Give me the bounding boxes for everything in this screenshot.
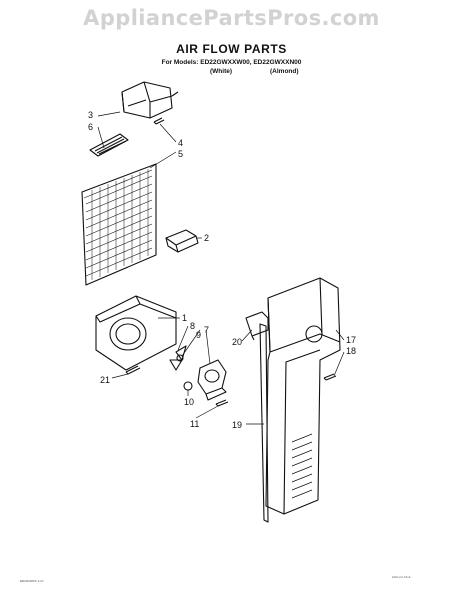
- panel-edge-strip: [259, 323, 269, 523]
- louver-part: [89, 133, 129, 157]
- callout-labels: 3 6 4 5 2 1 8 9 7 20 17 18 21 10 11 19: [88, 110, 356, 430]
- gasket-strip-part: [245, 311, 269, 341]
- callout-7: 7: [204, 325, 209, 335]
- callout-2: 2: [204, 233, 209, 243]
- fan-motor-part: [197, 359, 227, 401]
- fine-print-left: ED22GWXX 1-17: [20, 579, 44, 583]
- evaporator-coil-part: [81, 163, 157, 286]
- clip-part: [165, 229, 199, 253]
- callout-1: 1: [182, 313, 187, 323]
- callout-19: 19: [232, 420, 242, 430]
- callout-5: 5: [178, 149, 183, 159]
- variant-white: (White): [210, 68, 233, 75]
- variant-almond: (Almond): [270, 68, 299, 75]
- rear-panel-part: [265, 277, 341, 515]
- page-title: AIR FLOW PARTS: [176, 42, 287, 56]
- leader-lines: [97, 111, 345, 425]
- shroud-screw: [125, 365, 141, 375]
- callout-3: 3: [88, 110, 93, 120]
- grommet-part: [183, 381, 193, 391]
- model-numbers: For Models: ED22GWXXW00, ED22GWXXN00: [161, 59, 302, 66]
- callout-10: 10: [184, 397, 194, 407]
- callout-9: 9: [196, 330, 201, 340]
- duct-screw: [153, 117, 165, 125]
- callout-21: 21: [100, 375, 110, 385]
- callout-8: 8: [190, 321, 195, 331]
- site-watermark: AppliancePartsPros.com: [83, 6, 380, 30]
- panel-screw: [323, 373, 337, 381]
- callout-4: 4: [178, 138, 183, 148]
- callout-11: 11: [190, 419, 199, 429]
- fine-print-right: Litho in U.S.A.: [392, 575, 411, 579]
- callout-20: 20: [232, 337, 242, 347]
- air-duct-part: [121, 81, 179, 119]
- motor-screw: [215, 399, 229, 407]
- callout-18: 18: [346, 346, 356, 356]
- fan-shroud-part: [95, 295, 177, 371]
- callout-6: 6: [88, 122, 93, 132]
- callout-17: 17: [346, 335, 356, 345]
